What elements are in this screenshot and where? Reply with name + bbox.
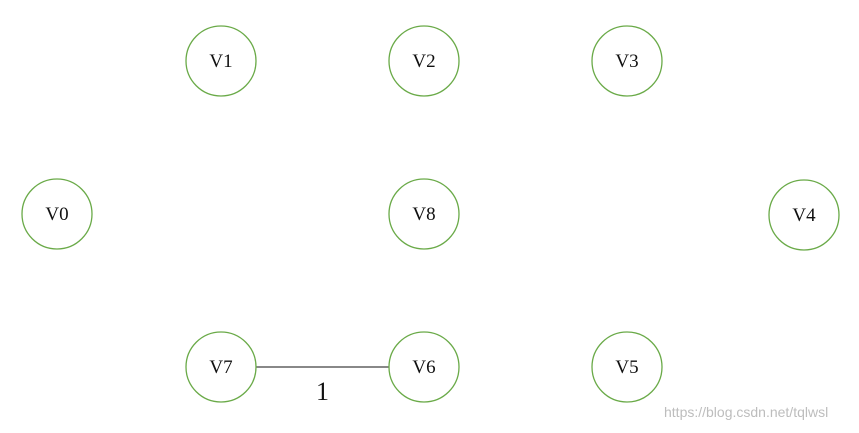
node-label: V5 xyxy=(615,357,638,378)
node-label: V6 xyxy=(412,357,435,378)
node-circle xyxy=(591,331,663,403)
node-circle xyxy=(21,178,93,250)
node-label: V0 xyxy=(45,204,68,225)
node-label: V3 xyxy=(615,51,638,72)
node-circle xyxy=(388,331,460,403)
edge-weight-label: 1 xyxy=(316,377,329,406)
node-circle xyxy=(388,178,460,250)
node-v4: V4 xyxy=(768,179,840,251)
node-circle xyxy=(185,331,257,403)
node-label: V4 xyxy=(792,205,816,226)
node-v3: V3 xyxy=(591,25,663,97)
node-v2: V2 xyxy=(388,25,460,97)
node-v7: V7 xyxy=(185,331,257,403)
node-v6: V6 xyxy=(388,331,460,403)
node-circle xyxy=(768,179,840,251)
watermark-text: https://blog.csdn.net/tqlwsl xyxy=(664,404,829,420)
node-v1: V1 xyxy=(185,25,257,97)
node-v8: V8 xyxy=(388,178,460,250)
node-circle xyxy=(388,25,460,97)
node-label: V7 xyxy=(209,357,232,378)
node-label: V8 xyxy=(412,204,435,225)
node-v5: V5 xyxy=(591,331,663,403)
node-label: V2 xyxy=(412,51,435,72)
node-circle xyxy=(185,25,257,97)
edges-layer: 1 xyxy=(256,366,389,406)
node-v0: V0 xyxy=(21,178,93,250)
node-circle xyxy=(591,25,663,97)
node-label: V1 xyxy=(209,51,232,72)
